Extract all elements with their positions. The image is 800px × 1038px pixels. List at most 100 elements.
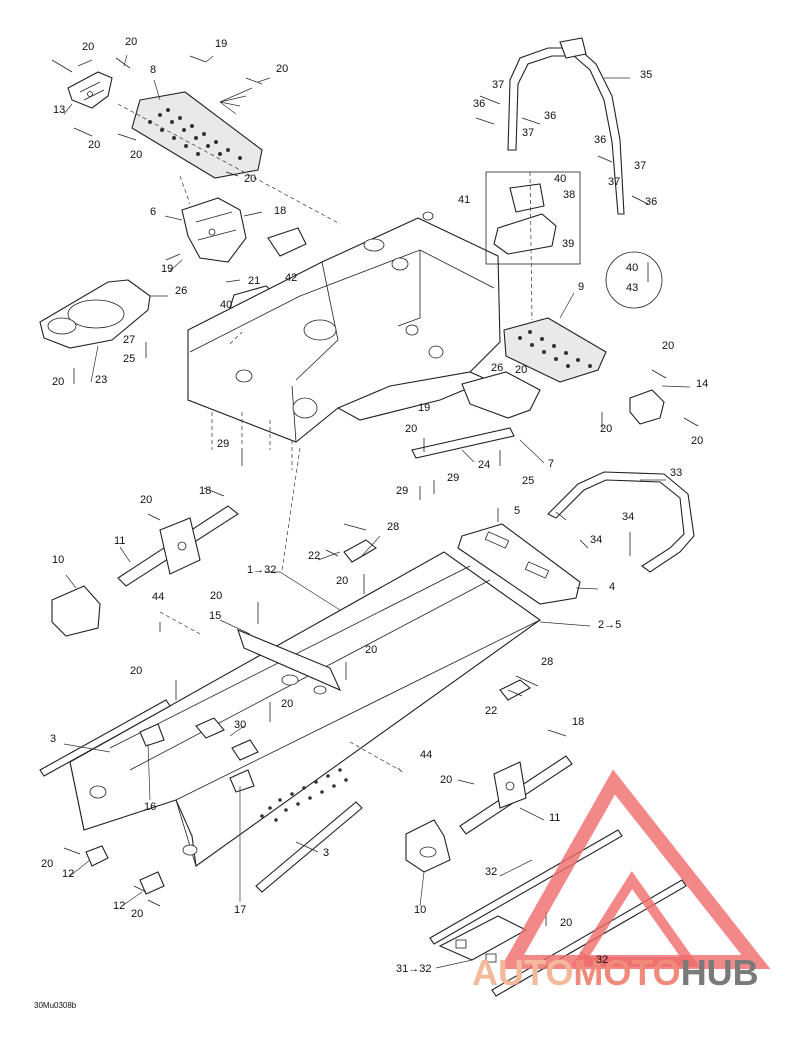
callout-c32b: 32: [596, 954, 608, 966]
callout-c20h: 20: [662, 340, 674, 352]
watermark-triangle-inner: [570, 871, 700, 967]
callout-c31-32: 31→32: [396, 963, 431, 975]
callout-c25a: 25: [123, 353, 135, 365]
callout-c20o: 20: [210, 590, 222, 602]
callout-c17: 17: [234, 904, 246, 916]
callout-c1-32: 1→32: [247, 564, 276, 576]
figure-code: 30Mu0308b: [34, 1001, 77, 1010]
callout-c20c: 20: [276, 63, 288, 75]
part-8-footrest-plate: [131, 91, 263, 179]
main-tunnel: [69, 551, 541, 867]
callout-c14: 14: [696, 378, 708, 390]
callout-c15: 15: [209, 610, 221, 622]
callout-c2-5: 2→5: [598, 619, 621, 631]
part-28-block-lower: [499, 679, 531, 701]
callout-c10a: 10: [52, 554, 64, 566]
small-bracket-near-6: [267, 227, 307, 257]
part-3-lower-rail-rod: [255, 801, 363, 893]
callout-c42: 42: [285, 272, 297, 284]
part-13-bracket: [67, 71, 113, 109]
part-11-right-runner: [459, 755, 573, 835]
callout-c20d: 20: [88, 139, 100, 151]
callout-c25b: 25: [522, 475, 534, 487]
part-14-bracket: [629, 389, 665, 425]
part-6-bracket-assembly: [181, 197, 247, 263]
callout-c6: 6: [150, 206, 156, 218]
callout-c32a: 32: [485, 866, 497, 878]
callout-c34a: 34: [622, 511, 634, 523]
callout-c37a: 37: [492, 79, 504, 91]
callout-c34b: 34: [590, 534, 602, 546]
callout-c22a: 22: [308, 550, 320, 562]
part-33-rear-bumper: [547, 471, 695, 573]
inset-box-38-39-40: [485, 171, 581, 265]
part-30-blocks: [139, 717, 259, 793]
callout-c20i: 20: [515, 364, 527, 376]
leader-lines: [63, 54, 691, 969]
callout-c18b: 18: [199, 485, 211, 497]
callout-c41: 41: [458, 194, 470, 206]
callout-c20e: 20: [130, 149, 142, 161]
callout-c20l: 20: [405, 423, 417, 435]
callout-c12a: 12: [62, 868, 74, 880]
callout-c20t: 20: [41, 858, 53, 870]
main-upper-frame: [187, 217, 501, 443]
callout-c10b: 10: [414, 904, 426, 916]
callout-c26a: 26: [175, 285, 187, 297]
callout-c28a: 28: [387, 521, 399, 533]
inset-circle-40-43: [605, 251, 663, 309]
callout-c24: 24: [478, 459, 490, 471]
callout-c20r: 20: [281, 698, 293, 710]
callout-c20p: 20: [365, 644, 377, 656]
callout-c12b: 12: [113, 900, 125, 912]
part-11-left-runner: [117, 505, 239, 587]
callout-c29a: 29: [217, 438, 229, 450]
callout-c20s: 20: [440, 774, 452, 786]
part-41-plug: [422, 211, 434, 221]
callout-c37b: 37: [522, 127, 534, 139]
callout-c44b: 44: [420, 749, 432, 761]
callout-c9: 9: [578, 281, 584, 293]
callout-c11b: 11: [549, 812, 560, 824]
callout-c35: 35: [640, 69, 652, 81]
callout-c20m: 20: [140, 494, 152, 506]
callout-c23: 23: [95, 374, 107, 386]
part-4-plate: [457, 523, 581, 605]
part-7-support: [461, 371, 541, 419]
callout-c18c: 18: [572, 716, 584, 728]
part-9-footrest-plate: [503, 317, 607, 383]
callout-c20k: 20: [691, 435, 703, 447]
callout-c20f: 20: [244, 173, 256, 185]
part-10-right-mount: [405, 819, 451, 873]
callout-c21: 21: [248, 275, 260, 287]
callout-c16: 16: [144, 801, 156, 813]
callout-c36b: 36: [544, 110, 556, 122]
watermark-moto: MOTO: [573, 952, 680, 993]
callout-c29c: 29: [447, 472, 459, 484]
callout-c19b: 19: [161, 263, 173, 275]
part-28-block-upper: [343, 539, 377, 563]
svg-text:AUTOMOTOHUB: AUTOMOTOHUB: [472, 952, 759, 993]
callout-c29b: 29: [396, 485, 408, 497]
automotohub-watermark: AUTOMOTOHUB: [472, 769, 771, 993]
part-12-lower-clip: [139, 871, 165, 895]
part-35-grab-handle: [507, 37, 625, 215]
callout-c20j: 20: [600, 423, 612, 435]
callout-c43: 43: [626, 282, 638, 294]
callout-c27: 27: [123, 334, 135, 346]
callout-c37c: 37: [634, 160, 646, 172]
callout-c40b: 40: [554, 173, 566, 185]
callout-c36a: 36: [473, 98, 485, 110]
callout-c30: 30: [234, 719, 246, 731]
callout-c37d: 37: [608, 176, 620, 188]
callout-c20b: 20: [125, 36, 137, 48]
callout-c11a: 11: [114, 535, 125, 547]
callout-c40c: 40: [626, 262, 638, 274]
callout-c39: 39: [562, 238, 574, 250]
watermark-auto: AUTO: [472, 952, 573, 993]
callout-c36d: 36: [645, 196, 657, 208]
callout-c8: 8: [150, 64, 156, 76]
part-10-left-mount: [51, 585, 101, 637]
